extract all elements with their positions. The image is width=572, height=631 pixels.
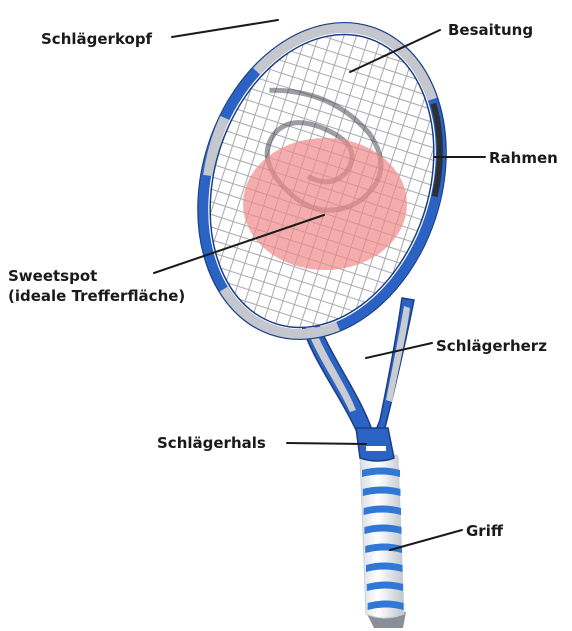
label-sweetspot-line1: Sweetspot	[8, 266, 185, 286]
leader-head	[172, 20, 278, 37]
label-strings: Besaitung	[448, 20, 533, 40]
leader-throat	[287, 443, 366, 444]
shaft-logo	[366, 446, 386, 451]
sweetspot-area	[243, 138, 407, 270]
handle	[360, 452, 406, 628]
label-frame: Rahmen	[489, 148, 558, 168]
grip-tape	[360, 452, 404, 618]
label-sweetspot-line2: (ideale Trefferfläche)	[8, 286, 185, 306]
label-throat: Schlägerhals	[157, 433, 266, 453]
label-heart: Schlägerherz	[436, 336, 547, 356]
label-grip: Griff	[466, 521, 503, 541]
label-sweetspot: Sweetspot (ideale Trefferfläche)	[8, 266, 185, 306]
label-head: Schlägerkopf	[41, 29, 152, 49]
